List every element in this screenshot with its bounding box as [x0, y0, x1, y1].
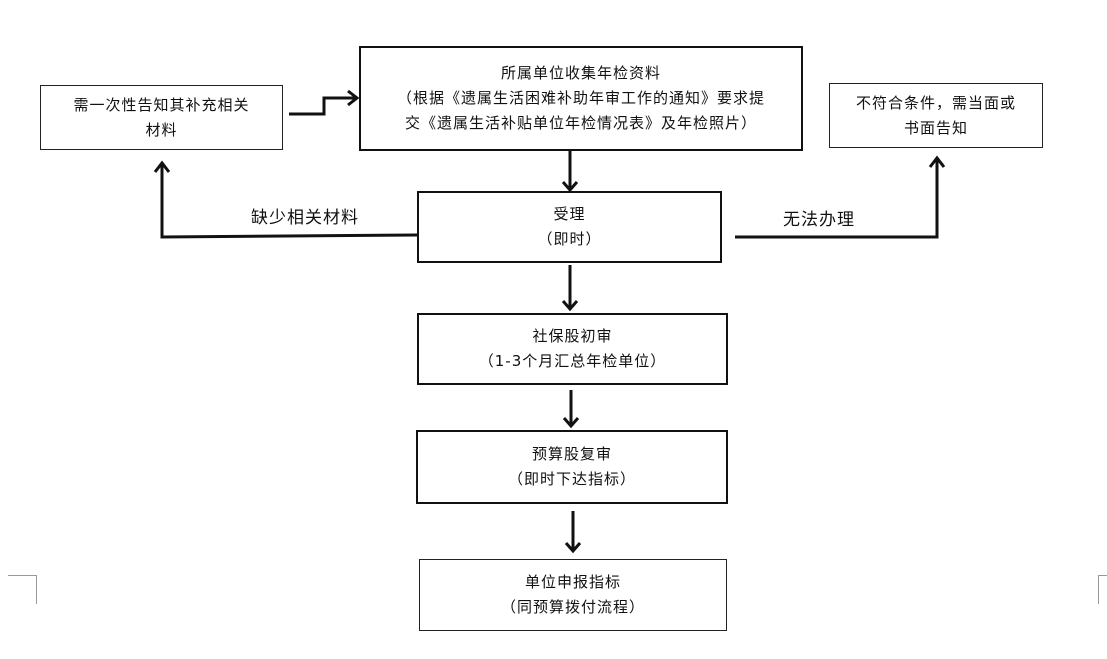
- second-review-line2: （即时下达指标）: [507, 470, 636, 488]
- collect-line3: 交《遗属生活补贴单位年检情况表》及年检照片）: [404, 114, 757, 132]
- first-review-line1: 社保股初审: [532, 327, 613, 345]
- report-line2: （同预算拨付流程）: [500, 598, 645, 616]
- arrowhead: [562, 417, 580, 429]
- collect-line2: （根据《遗属生活困难补助年审工作的通知》要求提: [396, 89, 765, 107]
- arrowhead: [561, 300, 579, 312]
- not-qualified-line1: 不符合条件，需当面或: [855, 93, 1016, 112]
- edge-label-cannot-process: 无法办理: [783, 210, 855, 230]
- page-crop-mark-right: [1098, 575, 1107, 604]
- second-review-box: 预算股复审 （即时下达指标）: [416, 430, 728, 504]
- second-review-line1: 预算股复审: [531, 445, 612, 463]
- arrowhead: [153, 160, 171, 173]
- collect-line1: 所属单位收集年检资料: [500, 64, 661, 82]
- accept-box: 受理 （即时）: [417, 191, 722, 263]
- arrowhead: [347, 89, 360, 107]
- notify-line2: 材料: [145, 120, 178, 139]
- notify-supplement-box: 需一次性告知其补充相关 材料: [40, 85, 283, 150]
- arrowhead: [928, 155, 946, 168]
- first-review-line2: （1-3个月汇总年检单位）: [478, 352, 667, 370]
- edge-label-missing-materials: 缺少相关材料: [251, 208, 359, 228]
- first-review-box: 社保股初审 （1-3个月汇总年检单位）: [417, 313, 728, 385]
- report-line1: 单位申报指标: [524, 573, 621, 591]
- page-crop-mark-left: [8, 575, 37, 604]
- not-qualified-box: 不符合条件，需当面或 书面告知: [829, 83, 1043, 148]
- arrowhead: [564, 542, 582, 554]
- collect-materials-box: 所属单位收集年检资料 （根据《遗属生活困难补助年审工作的通知》要求提 交《遗属生…: [359, 46, 803, 151]
- accept-line2: （即时）: [537, 230, 602, 248]
- arrowhead: [561, 181, 579, 193]
- arrow-accept-to-notify: [160, 163, 418, 239]
- not-qualified-line2: 书面告知: [903, 118, 968, 137]
- arrow-notify-to-collect: [289, 96, 357, 116]
- arrow-accept-to-not-qualified: [735, 158, 939, 239]
- notify-line1: 需一次性告知其补充相关: [73, 95, 250, 114]
- report-indicator-box: 单位申报指标 （同预算拨付流程）: [419, 559, 727, 631]
- accept-line1: 受理: [553, 205, 586, 223]
